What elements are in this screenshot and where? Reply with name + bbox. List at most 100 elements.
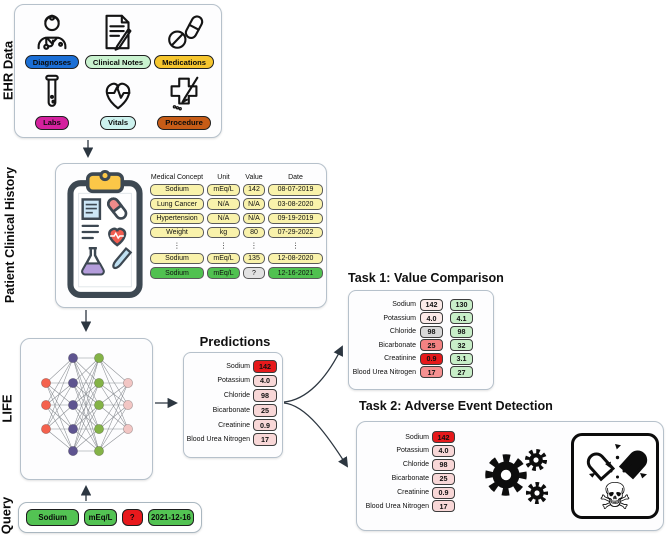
lab-label: Sodium [405, 433, 429, 441]
comparison-row: Chloride 98 98 [349, 325, 493, 338]
doctor-icon [37, 14, 67, 51]
unit-cell: kg [207, 226, 240, 239]
lab-label: Blood Urea Nitrogen [352, 368, 416, 376]
lab-label: Chloride [389, 328, 416, 336]
concept-cell: Sodium [150, 184, 204, 196]
predicted-chip: 0.9 [420, 352, 443, 365]
lab-row: Chloride 98 [361, 458, 455, 471]
lab-label: Blood Urea Nitrogen [186, 436, 250, 444]
concept-cell: Sodium [150, 267, 204, 279]
table-row: Lung Cancer N/A N/A 03-08-2020 [150, 198, 323, 210]
table-row-ellipsis: ⋮ ⋮ ⋮ ⋮ [150, 241, 323, 250]
lab-row: Sodium 142 [361, 431, 455, 443]
lab-label: Bicarbonate [212, 406, 250, 414]
medical-cross-pen-icon [170, 76, 199, 111]
value-chip: 25 [432, 472, 455, 485]
prediction-row: Creatinine 0.9 [184, 418, 277, 432]
unit-cell: mEq/L [207, 267, 240, 279]
life-model-label: LIFE [0, 394, 15, 423]
lab-label: Sodium [226, 362, 250, 370]
concept-cell: Weight [150, 226, 204, 239]
ellipsis: ⋮ [219, 241, 228, 251]
col-header: Medical Concept [150, 174, 204, 181]
value-chip: 17 [432, 500, 455, 513]
actual-chip: 130 [450, 299, 473, 311]
lab-label: Sodium [392, 301, 416, 309]
actual-chip: 98 [450, 325, 473, 338]
vitals-button: Vitals [99, 115, 137, 130]
value-chip: 17 [253, 433, 277, 446]
unit-cell: mEq/L [207, 184, 240, 196]
value-cell: N/A [243, 198, 265, 210]
history-table-header: Medical Concept Unit Value Date [150, 174, 323, 181]
lab-row: Blood Urea Nitrogen 17 [361, 500, 455, 513]
concept-cell: Sodium [150, 252, 204, 265]
value-chip: 0.9 [253, 418, 277, 432]
comparison-row: Creatinine 0.9 3.1 [349, 352, 493, 365]
query-token-unit: mEq/L [84, 509, 117, 526]
ellipsis: ⋮ [173, 241, 181, 251]
prediction-row: Chloride 98 [184, 389, 277, 402]
prediction-row: Potassium 4.0 [184, 374, 277, 388]
skull-crossbones-icon: ☠ [598, 475, 632, 518]
diagnoses-button: Diagnoses [24, 55, 80, 70]
life-model-panel [20, 338, 153, 480]
table-row: Sodium mEq/L 135 12-08-2020 [150, 252, 323, 265]
lab-label: Potassium [217, 377, 250, 385]
table-row-query: Sodium mEq/L ? 12-16-2021 [150, 267, 323, 279]
lab-row: Creatinine 0.9 [361, 486, 455, 499]
unit-cell: N/A [207, 198, 240, 210]
query-token-date: 2021-12-16 [147, 509, 194, 526]
predicted-chip: 25 [420, 339, 443, 352]
concept-cell: Hypertension [150, 212, 204, 225]
concept-cell: Lung Cancer [150, 198, 204, 210]
ehr-data-panel: Diagnoses Clinical Notes [14, 4, 222, 138]
value-chip: 0.9 [432, 486, 455, 499]
actual-chip: 32 [450, 339, 473, 352]
date-cell: 12-08-2020 [268, 252, 323, 265]
lab-row: Potassium 4.0 [361, 444, 455, 457]
value-chip: 142 [253, 360, 277, 373]
query-section-label: Query [0, 496, 14, 535]
date-cell: 08-07-2019 [268, 184, 323, 196]
date-cell: 12-16-2021 [268, 267, 323, 279]
col-header: Value [245, 174, 263, 181]
prediction-row: Sodium 142 [184, 360, 277, 373]
comparison-row: Bicarbonate 25 32 [349, 339, 493, 352]
predictions-title: Predictions [199, 334, 271, 349]
comparison-row: Blood Urea Nitrogen 17 27 [349, 366, 493, 379]
ellipsis: ⋮ [250, 241, 258, 251]
actual-chip: 3.1 [450, 352, 473, 365]
patient-history-panel: Medical Concept Unit Value Date Sodium m… [55, 163, 327, 308]
value-chip: 98 [432, 458, 455, 471]
lab-label: Chloride [402, 461, 429, 469]
spilled-capsule-icon [586, 444, 648, 482]
ehr-item-vitals: Vitals [97, 72, 139, 130]
comparison-row: Sodium 142 130 [349, 299, 493, 311]
lab-label: Bicarbonate [391, 475, 429, 483]
clipboard-icon [67, 170, 143, 298]
value-chip: 142 [432, 431, 455, 443]
table-row: Hypertension N/A N/A 09-19-2019 [150, 212, 323, 225]
lab-label: Creatinine [218, 421, 250, 429]
value-cell: 135 [243, 252, 265, 265]
comparison-row: Potassium 4.0 4.1 [349, 312, 493, 325]
date-cell: 09-19-2019 [268, 212, 323, 225]
prediction-row: Bicarbonate 25 [184, 404, 277, 417]
neural-network-icon [40, 352, 134, 457]
value-chip: 98 [253, 389, 277, 402]
gears-icon [485, 448, 549, 505]
unit-cell: mEq/L [207, 252, 240, 265]
lab-label: Chloride [223, 392, 250, 400]
procedure-button: Procedure [157, 115, 211, 130]
query-token-unknown-value: ? [121, 509, 143, 526]
unit-cell: N/A [207, 212, 240, 225]
lab-label: Potassium [383, 314, 416, 322]
ehr-item-medications: Medications [154, 11, 214, 70]
predicted-chip: 4.0 [420, 312, 443, 325]
date-cell: 07-29-2022 [268, 226, 323, 239]
col-header: Unit [217, 174, 230, 181]
medications-button: Medications [154, 55, 214, 70]
table-row: Weight kg 80 07-29-2022 [150, 226, 323, 239]
table-row: Sodium mEq/L 142 08-07-2019 [150, 184, 323, 196]
